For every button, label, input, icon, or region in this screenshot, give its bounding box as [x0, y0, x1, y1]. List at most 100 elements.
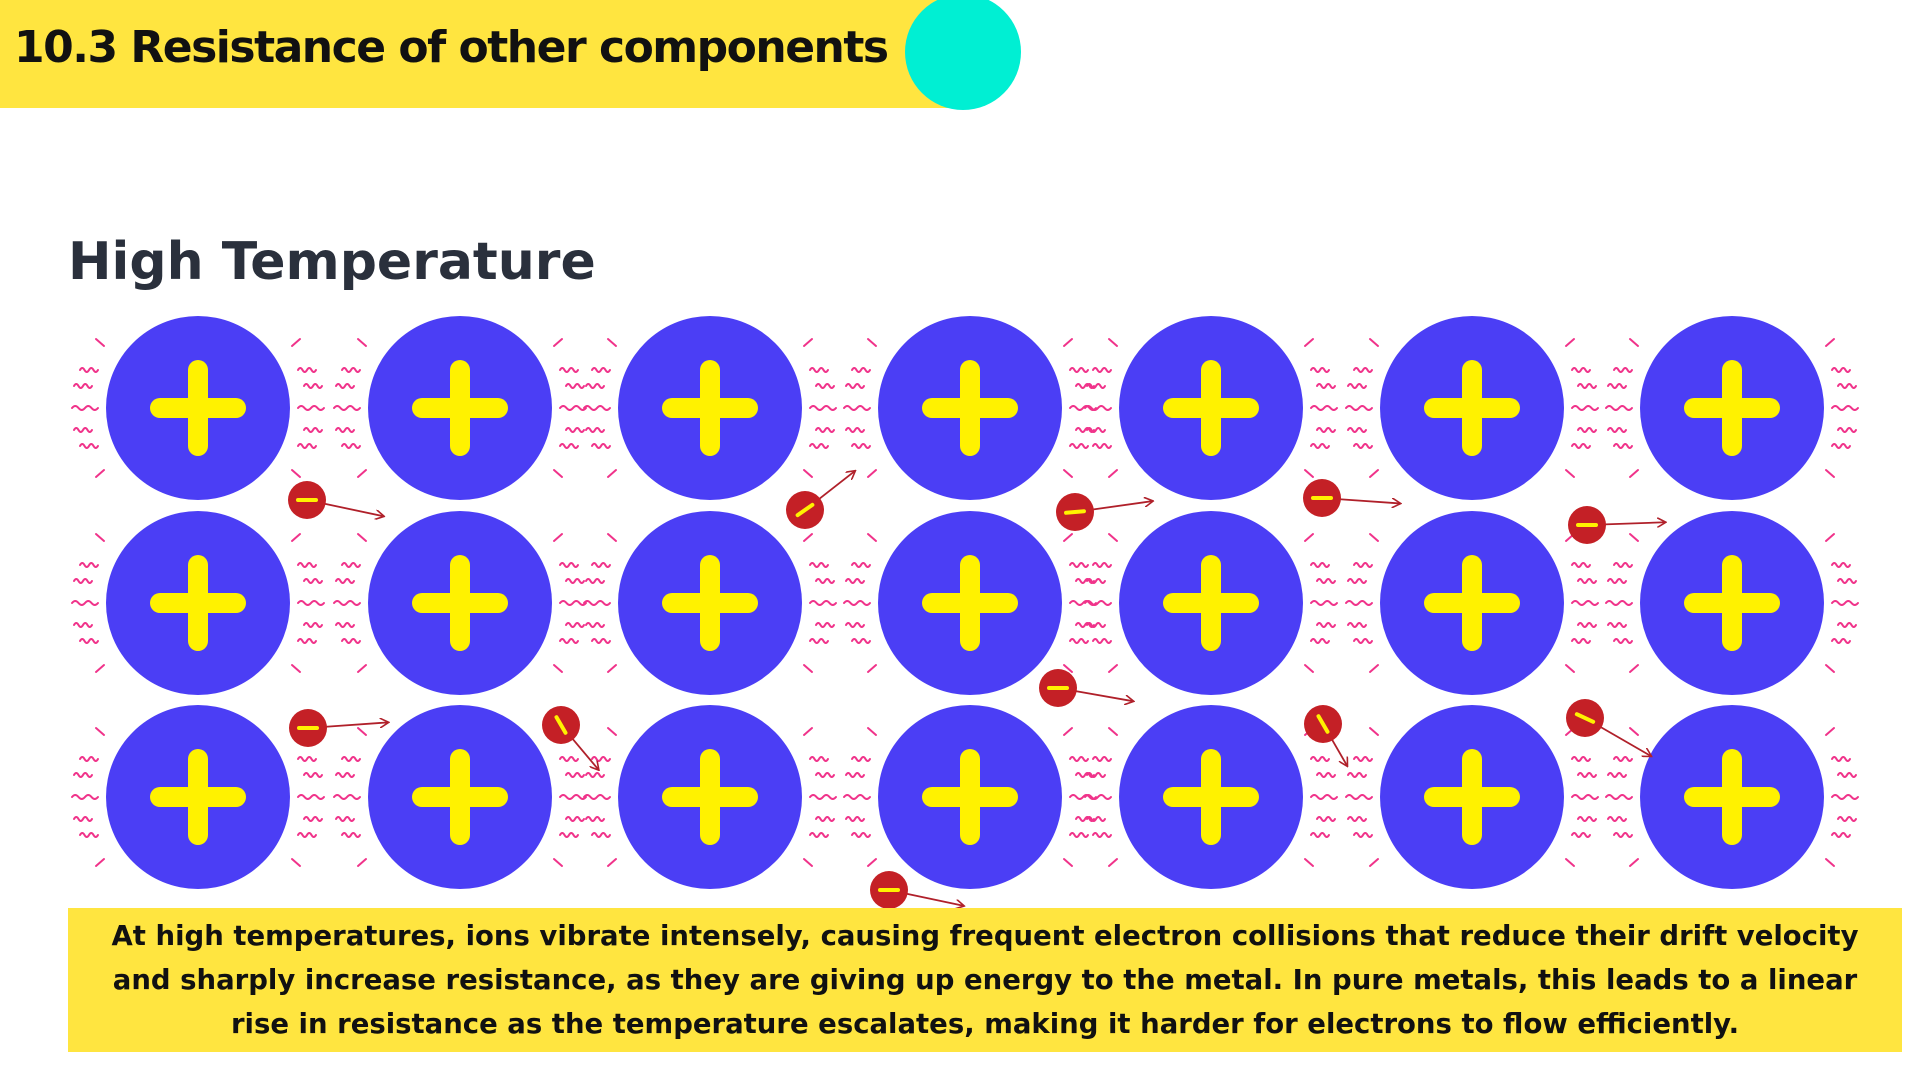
vibration-line	[565, 427, 585, 433]
vibration-line	[1831, 367, 1851, 373]
vibration-line	[1607, 383, 1627, 389]
vibration-line	[1069, 405, 1097, 411]
vibration-line	[809, 443, 829, 449]
vibration-tick	[1629, 727, 1639, 736]
vibration-line	[1607, 427, 1627, 433]
vibration-line	[1069, 832, 1089, 838]
vibration-line	[1831, 405, 1859, 411]
vibration-line	[559, 600, 587, 606]
vibration-line	[1605, 405, 1633, 411]
vibration-line	[583, 600, 611, 606]
vibration-line	[583, 794, 611, 800]
vibration-line	[591, 443, 611, 449]
vibration-tick	[607, 533, 617, 542]
vibration-tick	[1304, 338, 1314, 347]
vibration-line	[297, 638, 317, 644]
vibration-line	[1605, 600, 1633, 606]
vibration-line	[73, 427, 93, 433]
vibration-tick	[1369, 533, 1379, 542]
vibration-line	[591, 562, 611, 568]
vibration-line	[1084, 794, 1112, 800]
vibration-line	[565, 622, 585, 628]
vibration-line	[1316, 816, 1336, 822]
vibration-tick	[357, 858, 367, 867]
vibration-line	[1577, 427, 1597, 433]
vibration-line	[1075, 816, 1095, 822]
vibration-line	[809, 832, 829, 838]
vibration-line	[335, 772, 355, 778]
vibration-line	[1577, 622, 1597, 628]
vibration-tick	[1108, 469, 1118, 478]
vibration-line	[559, 638, 579, 644]
page-title: 10.3 Resistance of other components	[14, 22, 889, 73]
vibration-tick	[95, 469, 105, 478]
vibration-line	[1069, 367, 1089, 373]
vibration-line	[303, 772, 323, 778]
vibration-line	[851, 443, 871, 449]
vibration-tick	[1369, 858, 1379, 867]
vibration-line	[1316, 622, 1336, 628]
vibration-line	[1347, 578, 1367, 584]
vibration-line	[1310, 638, 1330, 644]
vibration-line	[341, 832, 361, 838]
vibration-line	[1837, 578, 1857, 584]
vibration-line	[335, 427, 355, 433]
vibration-line	[1607, 622, 1627, 628]
vibration-tick	[1108, 338, 1118, 347]
vibration-tick	[1565, 338, 1575, 347]
vibration-tick	[1108, 664, 1118, 673]
title-bar: 10.3 Resistance of other components	[0, 0, 960, 108]
vibration-line	[1571, 562, 1591, 568]
vibration-line	[1069, 756, 1089, 762]
vibration-line	[1086, 622, 1106, 628]
vibration-line	[1086, 427, 1106, 433]
vibration-tick	[553, 858, 563, 867]
vibration-line	[335, 816, 355, 822]
drift-direction-arrow	[1600, 726, 1651, 756]
vibration-line	[1571, 600, 1599, 606]
vibration-tick	[291, 338, 301, 347]
vibration-tick	[357, 664, 367, 673]
vibration-tick	[95, 664, 105, 673]
free-electron	[1056, 493, 1152, 531]
vibration-tick	[95, 338, 105, 347]
vibration-line	[1092, 443, 1112, 449]
positive-ion	[878, 316, 1062, 500]
vibration-tick	[1063, 338, 1073, 347]
vibration-tick	[803, 727, 813, 736]
drift-direction-arrow	[325, 722, 388, 726]
vibration-tick	[357, 469, 367, 478]
vibration-line	[1086, 816, 1106, 822]
vibration-line	[73, 622, 93, 628]
free-electron	[786, 471, 855, 529]
minus-sign	[554, 715, 568, 735]
free-electron	[1568, 506, 1665, 544]
vibration-line	[1571, 756, 1591, 762]
positive-ion	[106, 705, 290, 889]
vibration-tick	[1063, 469, 1073, 478]
positive-ion	[618, 316, 802, 500]
minus-sign	[795, 502, 815, 518]
vibration-line	[79, 562, 99, 568]
vibration-line	[1571, 405, 1599, 411]
vibration-line	[1310, 405, 1338, 411]
vibration-line	[1831, 832, 1851, 838]
vibration-line	[1092, 832, 1112, 838]
vibration-tick	[867, 338, 877, 347]
vibration-line	[851, 756, 871, 762]
vibration-tick	[1063, 858, 1073, 867]
vibration-line	[297, 443, 317, 449]
vibration-tick	[607, 664, 617, 673]
vibration-line	[1347, 427, 1367, 433]
vibration-tick	[607, 469, 617, 478]
positive-ion	[1380, 316, 1564, 500]
vibration-line	[1086, 772, 1106, 778]
vibration-line	[1316, 772, 1336, 778]
vibration-line	[79, 832, 99, 838]
vibration-line	[1571, 367, 1591, 373]
positive-ion	[368, 316, 552, 500]
title-accent-circle	[905, 0, 1021, 110]
vibration-tick	[1304, 858, 1314, 867]
vibration-line	[303, 816, 323, 822]
drift-direction-arrow	[1092, 501, 1152, 511]
